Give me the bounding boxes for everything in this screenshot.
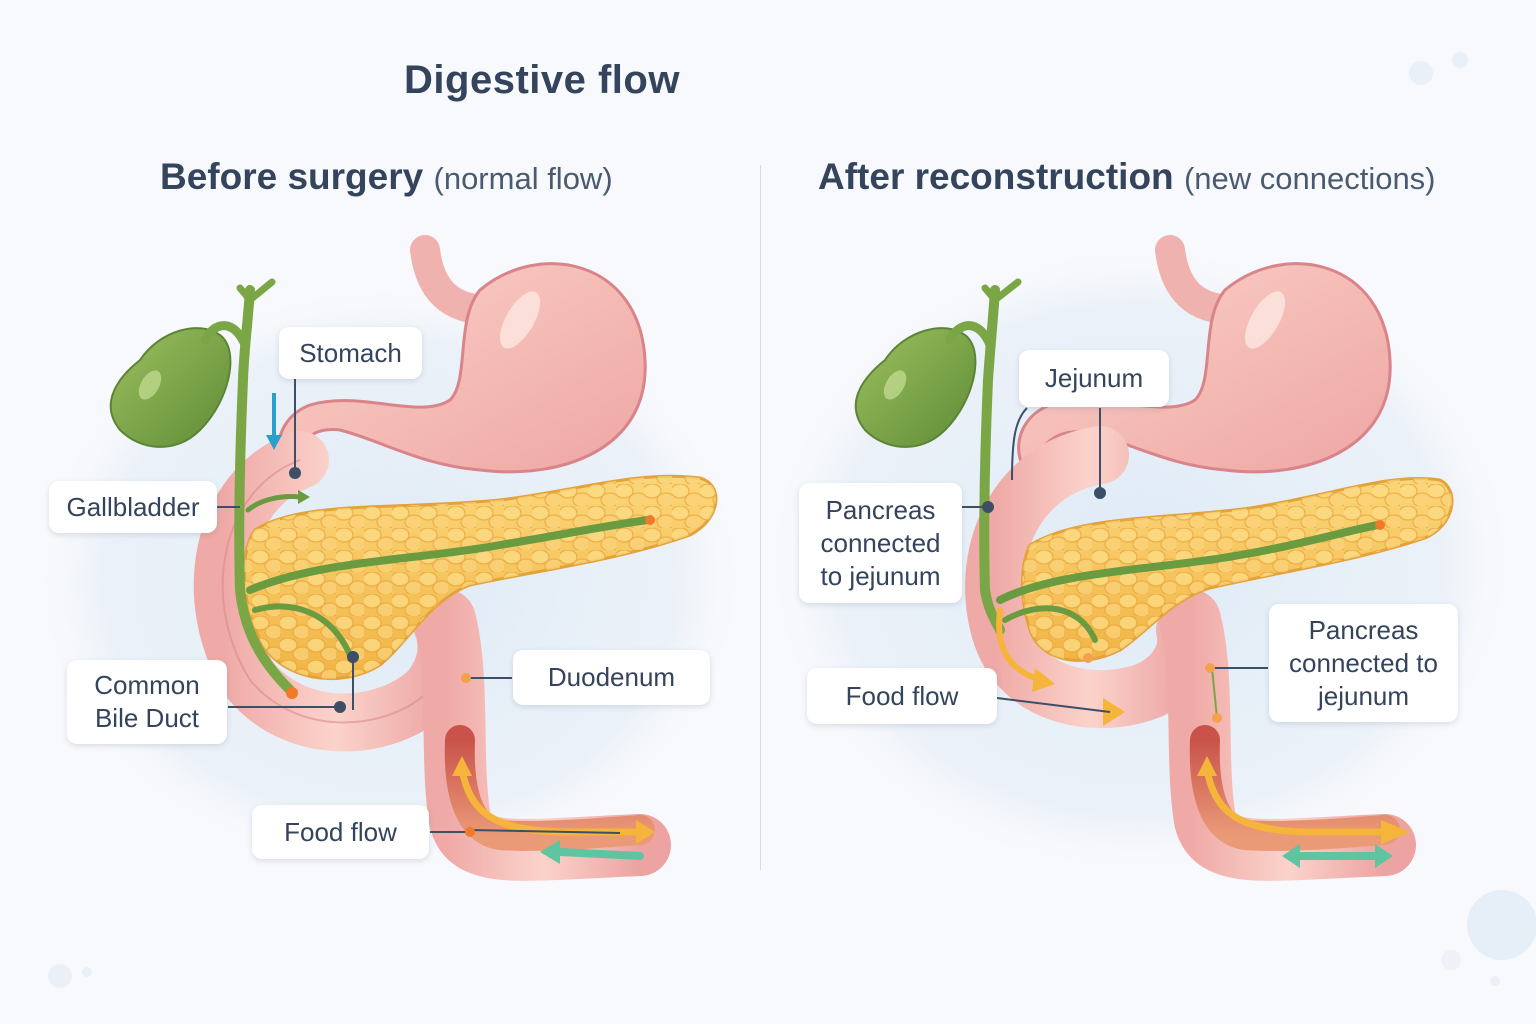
before-heading: Before surgery (160, 156, 424, 197)
after-subheading: (new connections) (1183, 161, 1436, 196)
decor-bubble (1409, 61, 1433, 85)
decor-bubble (48, 964, 72, 988)
bile-duct (979, 285, 1005, 635)
after-panel-heading: After reconstruction (new connections) (818, 156, 1436, 198)
label-stomach: Stomach (279, 327, 422, 379)
bile-flow-arrowhead (298, 490, 310, 504)
food-flow-arrow (996, 607, 1043, 683)
stomach-highlight (499, 291, 541, 349)
after-heading: After reconstruction (818, 156, 1174, 197)
label-pancreas-connected-right: Pancreas connected to jejunum (1269, 604, 1458, 722)
decor-bubble (1452, 52, 1468, 68)
before-subheading: (normal flow) (433, 161, 613, 196)
pancreatic-duct (996, 521, 1382, 604)
return-flow-arrow (556, 848, 644, 860)
marker-dot (645, 515, 655, 525)
label-food-flow-after: Food flow (807, 668, 997, 724)
gallbladder (109, 327, 232, 448)
page-title: Digestive flow (404, 58, 680, 102)
gallbladder (854, 327, 977, 448)
pancreatic-duct (246, 516, 652, 594)
before-panel-heading: Before surgery (normal flow) (160, 156, 613, 198)
decor-bubble (1441, 950, 1461, 970)
label-common-bile-duct: Common Bile Duct (67, 660, 227, 744)
panel-divider (760, 165, 761, 870)
decor-bubble (1490, 976, 1500, 986)
decor-bubble (82, 967, 92, 977)
label-gallbladder: Gallbladder (49, 481, 217, 533)
food-flow-arrow (1203, 766, 1389, 836)
leader-lines (960, 407, 1268, 713)
label-pancreas-connected-left: Pancreas connected to jejunum (799, 483, 962, 603)
stomach (277, 262, 647, 483)
marker-dot (286, 687, 298, 699)
label-food-flow: Food flow (252, 805, 429, 859)
leader-lines (217, 377, 621, 834)
common-bile-duct (234, 285, 295, 695)
decor-bubble (1467, 890, 1536, 960)
label-duodenum: Duodenum (513, 650, 710, 705)
label-jejunum: Jejunum (1019, 350, 1169, 407)
